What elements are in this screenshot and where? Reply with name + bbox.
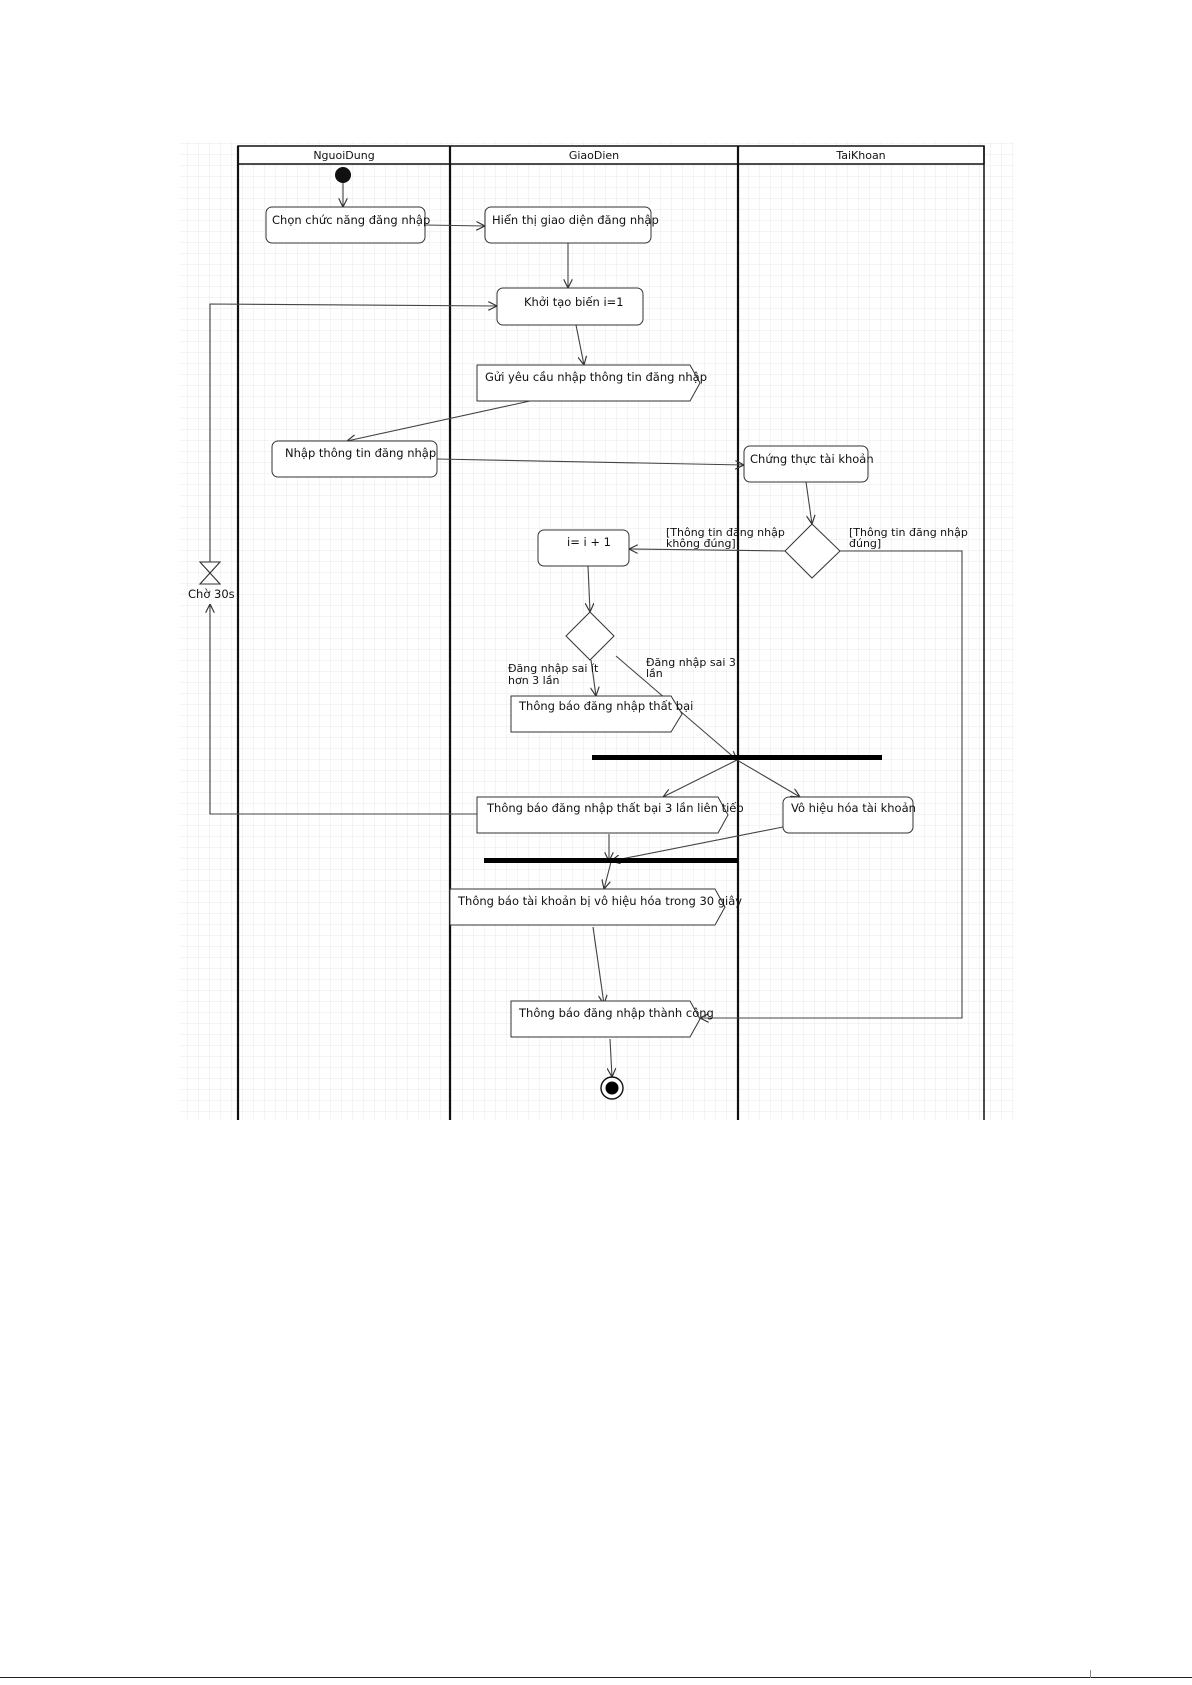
node-notify-fail-3-label: Thông báo đăng nhập thất bại 3 lần liên … bbox=[486, 801, 744, 815]
edge-success-to-end bbox=[610, 1038, 612, 1077]
node-init-var-label: Khởi tạo biến i=1 bbox=[524, 295, 624, 309]
decision-auth bbox=[784, 523, 841, 579]
node-show-login-ui bbox=[484, 206, 652, 244]
wait-label: Chờ 30s bbox=[188, 587, 235, 601]
edge-wait-to-init bbox=[209, 304, 497, 562]
guard-three-line2: lần bbox=[646, 667, 663, 680]
edge-disable-to-join bbox=[611, 826, 784, 861]
lane-header-nguoidung: NguoiDung bbox=[313, 149, 374, 162]
edge-decision2-to-fail bbox=[591, 659, 596, 696]
node-enter-credentials-label: Nhập thông tin đăng nhập bbox=[285, 446, 436, 460]
node-authenticate-label: Chứng thực tài khoản bbox=[750, 452, 874, 466]
initial-node bbox=[335, 167, 351, 183]
node-disable-account bbox=[782, 796, 914, 834]
guard-labels: [Thông tin đăng nhập không đúng] [Thông … bbox=[508, 526, 968, 687]
node-notify-fail bbox=[510, 695, 683, 733]
node-choose-login-label: Chọn chức năng đăng nhập bbox=[272, 213, 430, 227]
guard-wrong-line2: không đúng] bbox=[666, 537, 736, 550]
swimlanes: NguoiDung GiaoDien TaiKhoan bbox=[236, 145, 985, 1120]
lane-header-taikhoan: TaiKhoan bbox=[835, 149, 885, 162]
guard-right-line1: [Thông tin đăng nhập bbox=[849, 526, 968, 539]
edge-increment-to-decision2 bbox=[588, 565, 590, 612]
guard-less-line2: hơn 3 lần bbox=[508, 674, 559, 687]
node-enter-credentials bbox=[271, 440, 438, 478]
edge-request-to-enter bbox=[347, 400, 531, 441]
edge-auth-to-decision bbox=[805, 481, 812, 524]
edge-fork-to-fail3 bbox=[663, 759, 738, 797]
page-footer-line bbox=[0, 1677, 1192, 1678]
guard-right-line2: đúng] bbox=[849, 537, 881, 550]
node-notify-success bbox=[510, 1000, 701, 1038]
node-notify-disabled-label: Thông báo tài khoản bị vô hiệu hóa trong… bbox=[457, 894, 742, 908]
guard-wrong-line1: [Thông tin đăng nhập bbox=[666, 526, 785, 539]
node-notify-fail-3 bbox=[476, 796, 729, 834]
lane-header-giaodien: GiaoDien bbox=[569, 149, 619, 162]
node-request-credentials bbox=[476, 364, 701, 402]
node-disable-account-label: Vô hiệu hóa tài khoản bbox=[791, 801, 916, 815]
edge-enter-to-auth bbox=[436, 458, 744, 465]
edge-choose-to-show bbox=[424, 225, 485, 226]
edges bbox=[209, 183, 963, 1077]
edge-decision-to-increment bbox=[629, 549, 786, 551]
node-authenticate bbox=[743, 445, 869, 483]
final-node bbox=[600, 1076, 624, 1100]
fork-bar bbox=[592, 755, 882, 760]
node-notify-disabled bbox=[449, 888, 726, 926]
edge-notify-disabled-to-success bbox=[592, 926, 604, 1004]
node-notify-fail-label: Thông báo đăng nhập thất bại bbox=[518, 699, 693, 713]
decision-attempts bbox=[565, 611, 615, 661]
nodes: Chọn chức năng đăng nhập Hiển thị giao d… bbox=[188, 167, 916, 1100]
edge-decision-to-success bbox=[700, 550, 963, 1018]
hourglass-icon bbox=[198, 561, 222, 585]
node-show-login-ui-label: Hiển thị giao diện đăng nhập bbox=[492, 213, 659, 227]
node-increment-label: i= i + 1 bbox=[567, 535, 611, 549]
node-increment bbox=[537, 529, 630, 567]
edge-init-to-request bbox=[575, 324, 584, 365]
page-footer-mark bbox=[1086, 1670, 1091, 1678]
edge-join-to-notify-disabled bbox=[604, 861, 612, 889]
node-choose-login bbox=[265, 206, 426, 244]
node-notify-success-label: Thông báo đăng nhập thành công bbox=[518, 1006, 714, 1020]
guard-three-line1: Đăng nhập sai 3 bbox=[646, 656, 736, 669]
edge-fork-to-disable bbox=[736, 759, 800, 797]
guard-less-line1: Đăng nhập sai ít bbox=[508, 662, 599, 675]
edge-fail3-to-wait bbox=[210, 604, 477, 815]
node-request-credentials-label: Gửi yêu cầu nhập thông tin đăng nhập bbox=[485, 370, 707, 384]
node-init-var bbox=[496, 287, 644, 326]
join-bar bbox=[484, 858, 738, 863]
